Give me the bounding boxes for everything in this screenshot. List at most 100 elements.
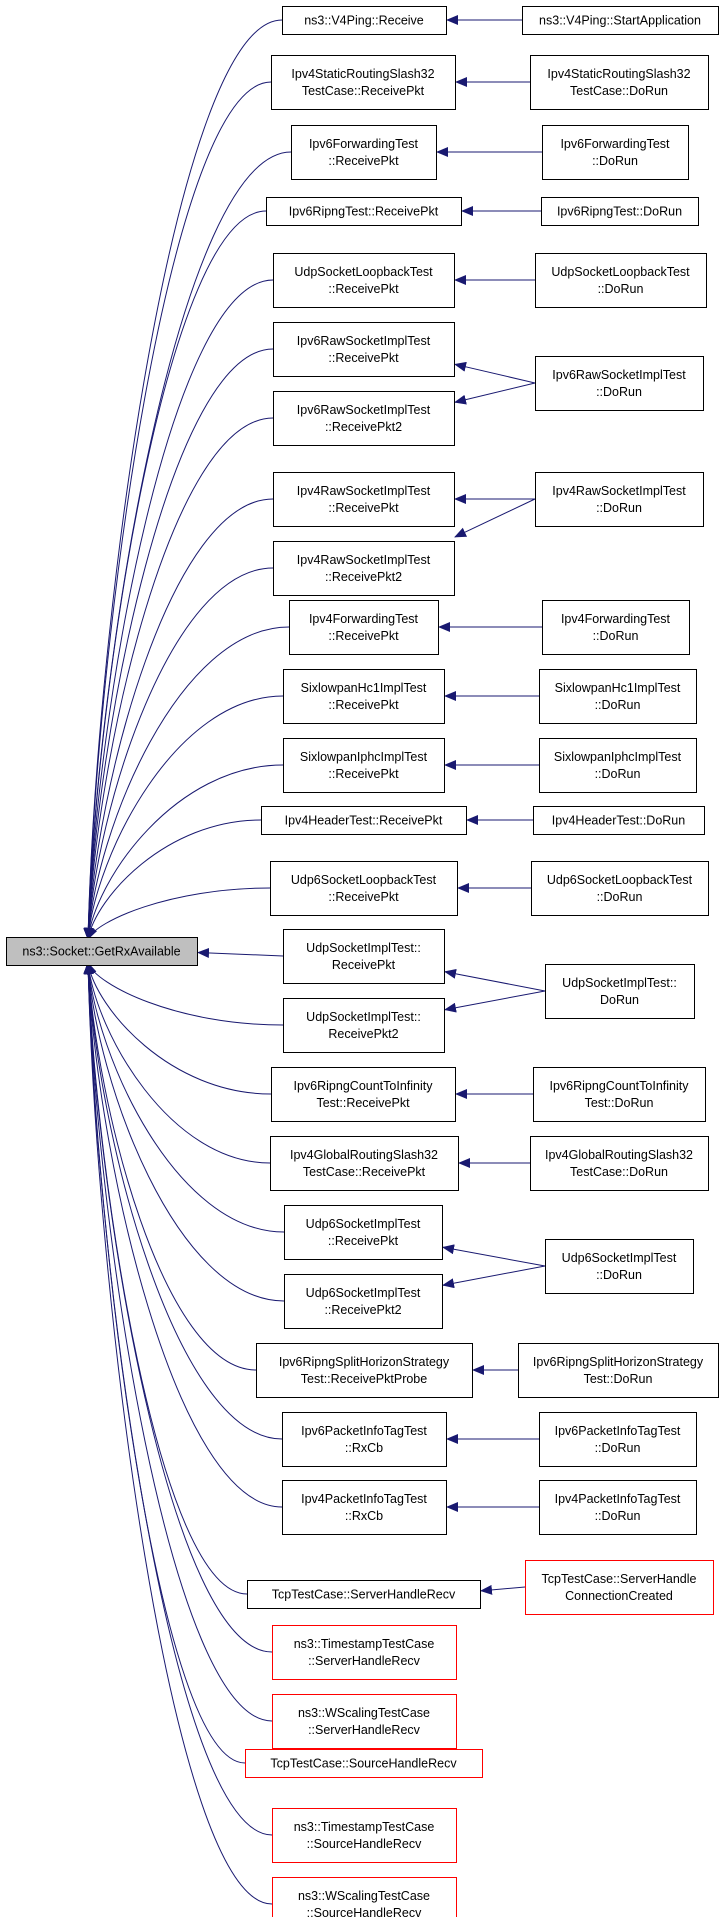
caller-udpsocketimpltest-receivepkt2-label-line: UdpSocketImplTest:: bbox=[306, 1010, 421, 1024]
caller-ipv6ripngcounttoinfinity-test-receivepkt-label-line: Ipv6RipngCountToInfinity bbox=[294, 1079, 434, 1093]
caller-udp6socketloopbacktest-dorun-box bbox=[531, 861, 709, 916]
caller-ipv6ripngsplithorizonstrategy-test-receivepktprobe-label-line: Ipv6RipngSplitHorizonStrategy bbox=[279, 1355, 450, 1369]
caller-udp6socketimpltest-dorun-label-line: Udp6SocketImplTest bbox=[562, 1251, 677, 1265]
caller-udpsocketloopbacktest-receivepkt-box bbox=[273, 253, 455, 308]
caller-sixlowpanhc1impltest-dorun[interactable]: SixlowpanHc1ImplTest::DoRun bbox=[539, 669, 697, 724]
caller-ipv4forwardingtest-receivepkt-box bbox=[289, 600, 439, 655]
caller-udpsocketloopbacktest-receivepkt[interactable]: UdpSocketLoopbackTest::ReceivePkt bbox=[273, 253, 455, 308]
caller-ns3-v4ping-receive-box bbox=[282, 6, 447, 35]
caller-ipv6ripngtest-receivepkt[interactable]: Ipv6RipngTest::ReceivePkt bbox=[266, 197, 462, 226]
caller-ipv4forwardingtest-dorun[interactable]: Ipv4ForwardingTest::DoRun bbox=[542, 600, 690, 655]
caller-ipv4headertest-receivepkt[interactable]: Ipv4HeaderTest::ReceivePkt bbox=[261, 806, 467, 835]
caller-ipv6ripngtest-receivepkt-box bbox=[266, 197, 462, 226]
edge-caller-ipv4headertest-receivepkt-to-root bbox=[85, 819, 262, 940]
caller-sixlowpaniphcimpltest-dorun-label-line: SixlowpanIphcImplTest bbox=[554, 750, 682, 764]
edge-caller-ipv4globalroutingslash32-testcase-receivepkt-to-root bbox=[84, 962, 271, 1164]
edge-caller-udpsocketimpltest-dorun-to-caller-udpsocketimpltest-receivepkt2 bbox=[444, 990, 546, 1013]
caller-udp6socketimpltest-receivepkt2[interactable]: Udp6SocketImplTest::ReceivePkt2 bbox=[284, 1274, 443, 1329]
edge-caller-ipv6rawsocketimpltest-receivepkt-to-root bbox=[83, 348, 274, 940]
edge-caller-ipv6forwardingtest-receivepkt-to-root bbox=[83, 151, 292, 940]
caller-ipv4globalroutingslash32-testcase-dorun-label-line: TestCase::DoRun bbox=[570, 1165, 668, 1179]
caller-tcptestcase-serverhandlerecv-box bbox=[247, 1580, 481, 1609]
caller-ipv6ripngtest-dorun-box bbox=[541, 197, 699, 226]
caller-ns3-wscalingtestcase-sourcehandlerecv[interactable]: ns3::WScalingTestCase::SourceHandleRecv bbox=[272, 1877, 457, 1917]
caller-udpsocketimpltest-receivepkt2[interactable]: UdpSocketImplTest::ReceivePkt2 bbox=[283, 998, 445, 1053]
call-nodes: ns3::Socket::GetRxAvailable ns3::V4Ping::… bbox=[6, 6, 719, 1917]
edge-caller-ns3-wscalingtestcase-serverhandlerecv-to-root bbox=[83, 962, 273, 1722]
caller-ns3-v4ping-startapplication[interactable]: ns3::V4Ping::StartApplication bbox=[522, 6, 719, 35]
caller-ipv6forwardingtest-receivepkt[interactable]: Ipv6ForwardingTest::ReceivePkt bbox=[291, 125, 437, 180]
caller-ipv6rawsocketimpltest-dorun[interactable]: Ipv6RawSocketImplTest::DoRun bbox=[535, 356, 704, 411]
caller-ns3-timestamptestcase-serverhandlerecv-label-line: ns3::TimestampTestCase bbox=[294, 1637, 435, 1651]
caller-tcptestcase-serverhandlerecv-label-line: TcpTestCase::ServerHandleRecv bbox=[272, 1588, 456, 1602]
caller-udp6socketimpltest-receivepkt[interactable]: Udp6SocketImplTest::ReceivePkt bbox=[284, 1205, 443, 1260]
caller-ipv4globalroutingslash32-testcase-receivepkt[interactable]: Ipv4GlobalRoutingSlash32TestCase::Receiv… bbox=[270, 1136, 459, 1191]
caller-ns3-timestamptestcase-serverhandlerecv[interactable]: ns3::TimestampTestCase::ServerHandleRecv bbox=[272, 1625, 457, 1680]
caller-ipv4rawsocketimpltest-receivepkt-label-line: Ipv4RawSocketImplTest bbox=[297, 484, 431, 498]
edge-caller-tcptestcase-serverhandle-connectioncreated-to-caller-tcptestcase-serverhandlerecv bbox=[480, 1584, 526, 1595]
caller-udp6socketloopbacktest-dorun[interactable]: Udp6SocketLoopbackTest::DoRun bbox=[531, 861, 709, 916]
caller-sixlowpaniphcimpltest-dorun-label-line: ::DoRun bbox=[595, 767, 641, 781]
caller-ipv6ripngsplithorizonstrategy-test-receivepktprobe[interactable]: Ipv6RipngSplitHorizonStrategyTest::Recei… bbox=[256, 1343, 473, 1398]
caller-ipv4globalroutingslash32-testcase-receivepkt-box bbox=[270, 1136, 459, 1191]
caller-ipv4rawsocketimpltest-dorun[interactable]: Ipv4RawSocketImplTest::DoRun bbox=[535, 472, 704, 527]
caller-udpsocketloopbacktest-dorun[interactable]: UdpSocketLoopbackTest::DoRun bbox=[535, 253, 707, 308]
caller-ipv4forwardingtest-receivepkt-label-line: ::ReceivePkt bbox=[328, 629, 399, 643]
edge-caller-ipv6ripngsplithorizonstrategy-test-receivepktprobe-to-root bbox=[83, 962, 257, 1371]
caller-udp6socketimpltest-dorun[interactable]: Udp6SocketImplTest::DoRun bbox=[545, 1239, 694, 1294]
caller-ipv4rawsocketimpltest-receivepkt[interactable]: Ipv4RawSocketImplTest::ReceivePkt bbox=[273, 472, 455, 527]
caller-ipv4packetinfotagtest-rxcb[interactable]: Ipv4PacketInfoTagTest::RxCb bbox=[282, 1480, 447, 1535]
caller-sixlowpaniphcimpltest-receivepkt[interactable]: SixlowpanIphcImplTest::ReceivePkt bbox=[283, 738, 445, 793]
edge-caller-udpsocketimpltest-dorun-to-caller-udpsocketimpltest-receivepkt bbox=[444, 968, 546, 992]
caller-tcptestcase-serverhandle-connectioncreated[interactable]: TcpTestCase::ServerHandleConnectionCreat… bbox=[525, 1560, 714, 1615]
caller-udpsocketimpltest-dorun[interactable]: UdpSocketImplTest::DoRun bbox=[545, 964, 695, 1019]
caller-udpsocketloopbacktest-dorun-label-line: UdpSocketLoopbackTest bbox=[551, 265, 690, 279]
caller-ipv6packetinfotagtest-rxcb[interactable]: Ipv6PacketInfoTagTest::RxCb bbox=[282, 1412, 447, 1467]
edge-caller-ipv4rawsocketimpltest-receivepkt-to-root bbox=[83, 498, 274, 940]
caller-ns3-timestamptestcase-sourcehandlerecv[interactable]: ns3::TimestampTestCase::SourceHandleRecv bbox=[272, 1808, 457, 1863]
caller-ipv6rawsocketimpltest-receivepkt2-label-line: ::ReceivePkt2 bbox=[325, 420, 402, 434]
caller-ipv4packetinfotagtest-dorun[interactable]: Ipv4PacketInfoTagTest::DoRun bbox=[539, 1480, 697, 1535]
edge-caller-udp6socketimpltest-receivepkt-to-root bbox=[83, 962, 285, 1233]
caller-ipv4headertest-receivepkt-box bbox=[261, 806, 467, 835]
caller-ipv4staticroutingslash32-testcase-receivepkt[interactable]: Ipv4StaticRoutingSlash32TestCase::Receiv… bbox=[271, 55, 456, 110]
edge-caller-udp6socketimpltest-dorun-to-caller-udp6socketimpltest-receivepkt2 bbox=[442, 1265, 546, 1289]
caller-tcptestcase-sourcehandlerecv[interactable]: TcpTestCase::SourceHandleRecv bbox=[245, 1749, 483, 1778]
caller-udpsocketimpltest-receivepkt[interactable]: UdpSocketImplTest::ReceivePkt bbox=[283, 929, 445, 984]
caller-ipv4rawsocketimpltest-receivepkt2-box bbox=[273, 541, 455, 596]
caller-ipv4rawsocketimpltest-receivepkt2[interactable]: Ipv4RawSocketImplTest::ReceivePkt2 bbox=[273, 541, 455, 596]
caller-ipv4headertest-dorun[interactable]: Ipv4HeaderTest::DoRun bbox=[533, 806, 705, 835]
caller-ns3-wscalingtestcase-sourcehandlerecv-label-line: ns3::WScalingTestCase bbox=[298, 1889, 430, 1903]
caller-ipv6packetinfotagtest-dorun[interactable]: Ipv6PacketInfoTagTest::DoRun bbox=[539, 1412, 697, 1467]
caller-ipv6forwardingtest-dorun[interactable]: Ipv6ForwardingTest::DoRun bbox=[542, 125, 689, 180]
caller-ns3-wscalingtestcase-serverhandlerecv[interactable]: ns3::WScalingTestCase::ServerHandleRecv bbox=[272, 1694, 457, 1749]
caller-ipv6rawsocketimpltest-receivepkt[interactable]: Ipv6RawSocketImplTest::ReceivePkt bbox=[273, 322, 455, 377]
caller-ipv4forwardingtest-dorun-label-line: Ipv4ForwardingTest bbox=[561, 612, 671, 626]
caller-ns3-wscalingtestcase-serverhandlerecv-box bbox=[272, 1694, 457, 1749]
caller-udpsocketimpltest-receivepkt-label-line: UdpSocketImplTest:: bbox=[306, 941, 421, 955]
caller-udp6socketloopbacktest-receivepkt[interactable]: Udp6SocketLoopbackTest::ReceivePkt bbox=[270, 861, 458, 916]
caller-ns3-wscalingtestcase-serverhandlerecv-label-line: ns3::WScalingTestCase bbox=[298, 1706, 430, 1720]
caller-ns3-v4ping-receive[interactable]: ns3::V4Ping::Receive bbox=[282, 6, 447, 35]
caller-ipv4forwardingtest-receivepkt[interactable]: Ipv4ForwardingTest::ReceivePkt bbox=[289, 600, 439, 655]
caller-tcptestcase-serverhandlerecv[interactable]: TcpTestCase::ServerHandleRecv bbox=[247, 1580, 481, 1609]
caller-ipv4forwardingtest-receivepkt-label-line: Ipv4ForwardingTest bbox=[309, 612, 419, 626]
caller-udpsocketimpltest-receivepkt-box bbox=[283, 929, 445, 984]
caller-ipv6rawsocketimpltest-receivepkt2[interactable]: Ipv6RawSocketImplTest::ReceivePkt2 bbox=[273, 391, 455, 446]
caller-ipv6ripngcounttoinfinity-test-dorun-box bbox=[533, 1067, 706, 1122]
edge-caller-udp6socketimpltest-receivepkt2-to-root bbox=[83, 962, 285, 1302]
caller-ipv6packetinfotagtest-rxcb-label-line: Ipv6PacketInfoTagTest bbox=[301, 1424, 427, 1438]
caller-ipv4rawsocketimpltest-receivepkt2-label-line: Ipv4RawSocketImplTest bbox=[297, 553, 431, 567]
caller-sixlowpanhc1impltest-receivepkt[interactable]: SixlowpanHc1ImplTest::ReceivePkt bbox=[283, 669, 445, 724]
root-node[interactable]: ns3::Socket::GetRxAvailable bbox=[6, 937, 198, 966]
caller-sixlowpanhc1impltest-receivepkt-box bbox=[283, 669, 445, 724]
caller-ipv6rawsocketimpltest-dorun-box bbox=[535, 356, 704, 411]
caller-ipv6ripngtest-dorun[interactable]: Ipv6RipngTest::DoRun bbox=[541, 197, 699, 226]
caller-sixlowpaniphcimpltest-dorun[interactable]: SixlowpanIphcImplTest::DoRun bbox=[539, 738, 697, 793]
